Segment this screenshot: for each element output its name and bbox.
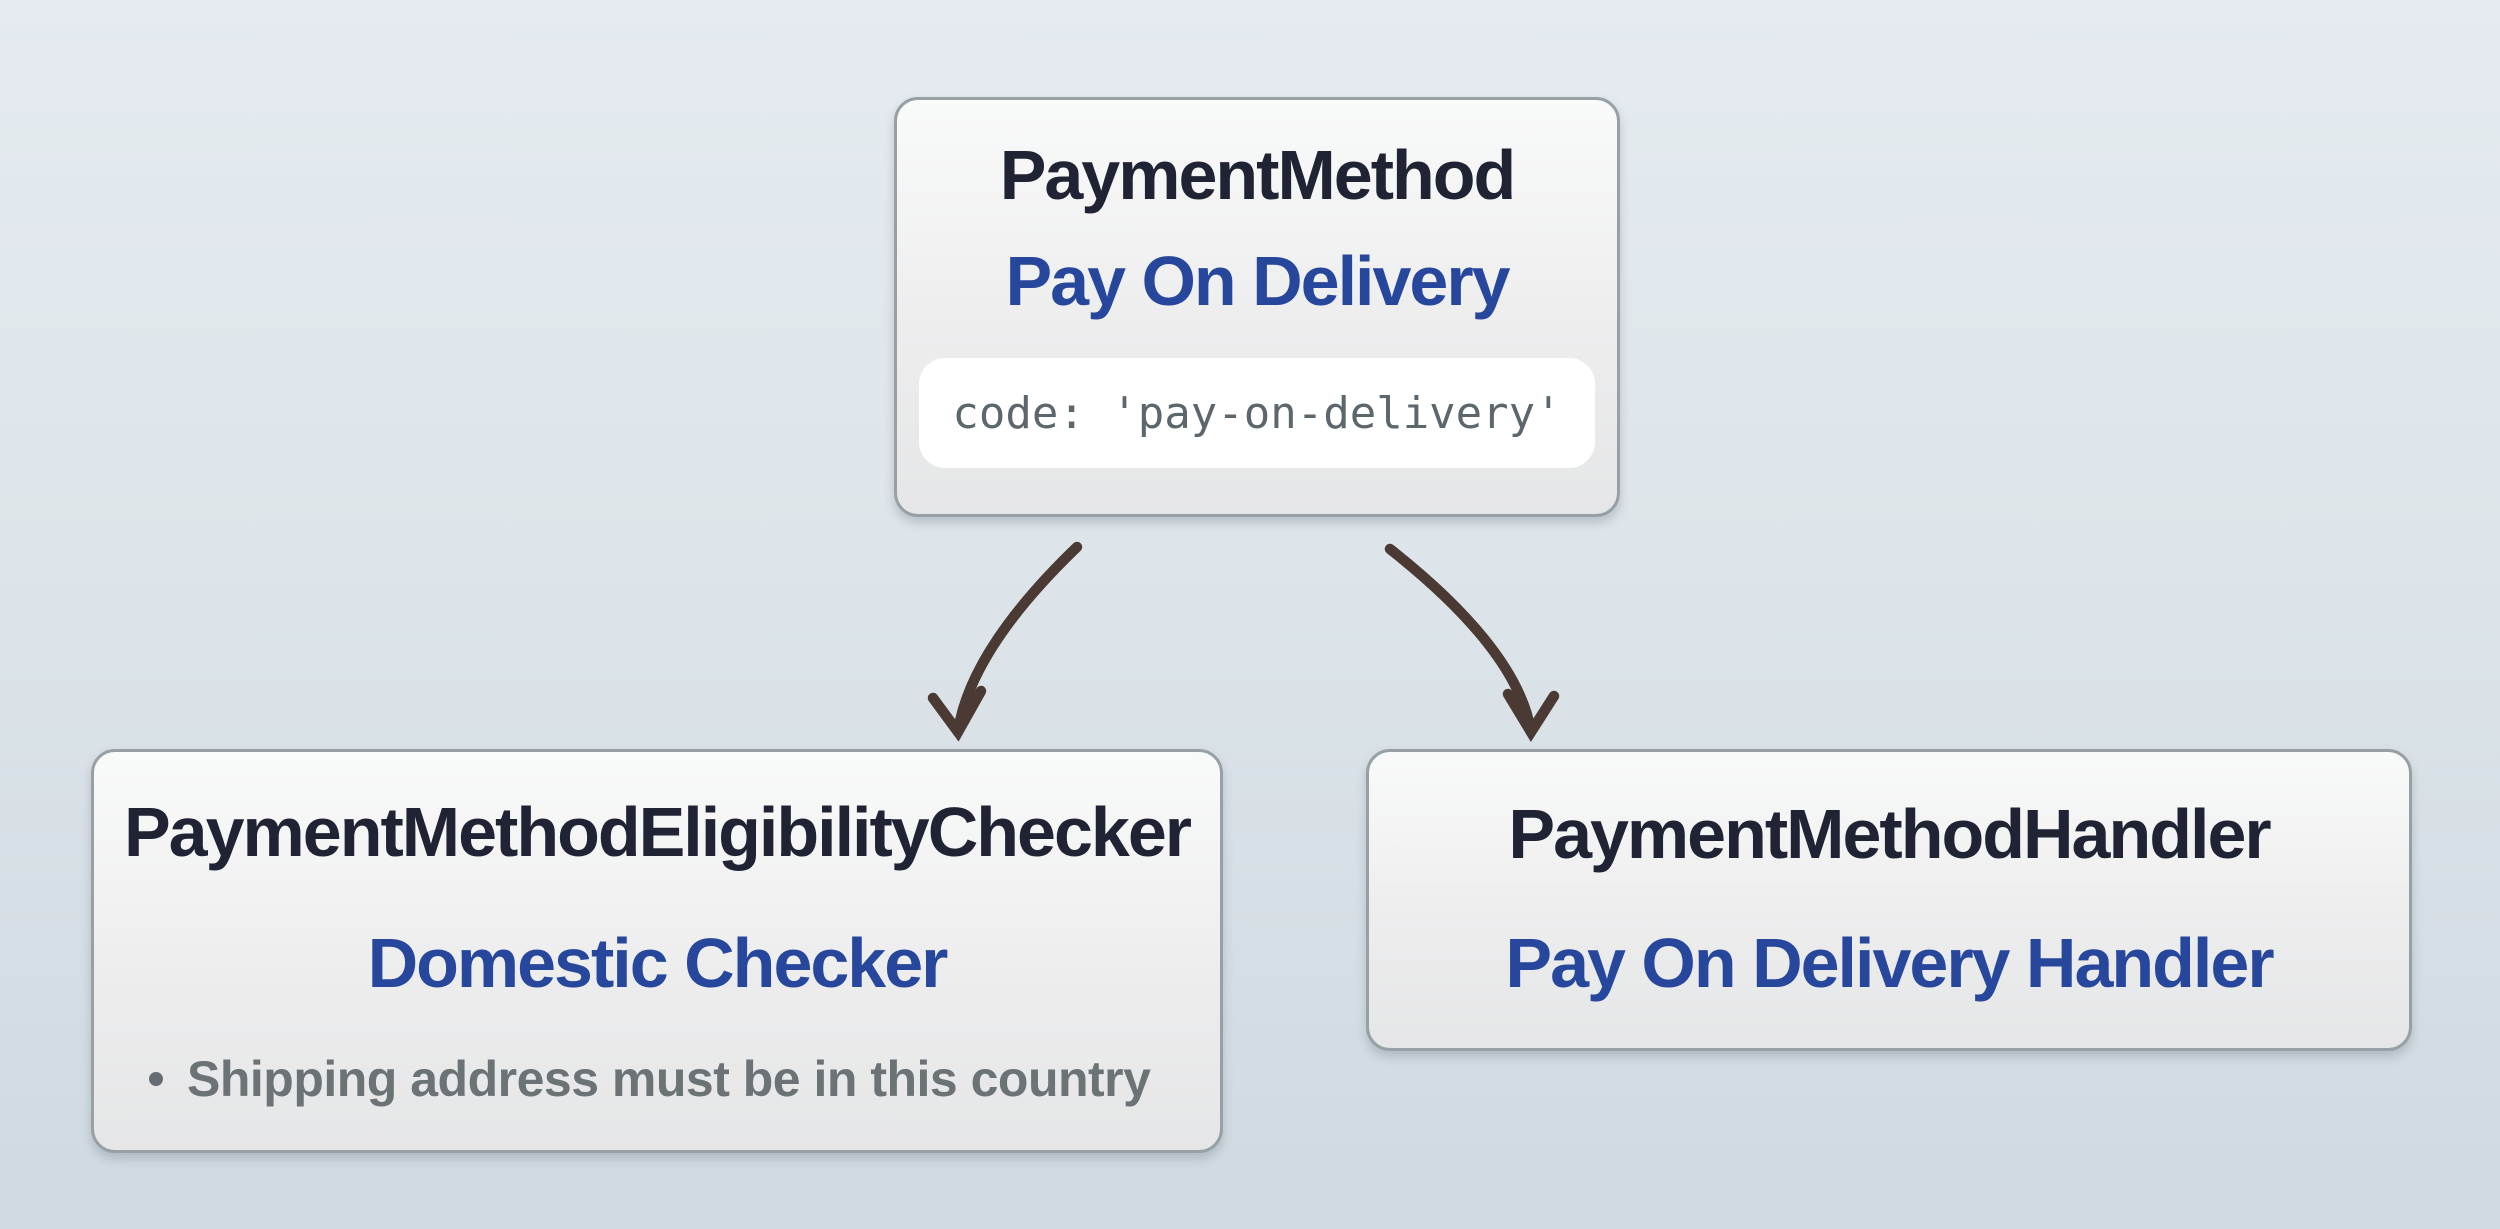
arrow-to-handler <box>1384 543 1560 742</box>
eligibility-checker-node: PaymentMethodEligibilityChecker Domestic… <box>91 749 1223 1153</box>
eligibility-rule-item: Shipping address must be in this country <box>149 1047 1151 1111</box>
arrow-to-eligibility-checker <box>927 541 1083 742</box>
payment-method-class-name: PaymentMethod <box>999 136 1517 214</box>
payment-method-code-text: code: 'pay-on-delivery' <box>952 387 1562 439</box>
bullet-icon <box>149 1072 163 1086</box>
eligibility-checker-class-name: PaymentMethodEligibilityChecker <box>123 793 1192 871</box>
handler-display-name: Pay On Delivery Handler <box>1505 924 2274 1002</box>
payment-method-code-badge: code: 'pay-on-delivery' <box>919 358 1595 468</box>
payment-method-display-name: Pay On Delivery <box>1005 242 1510 320</box>
handler-class-name: PaymentMethodHandler <box>1508 795 2271 873</box>
payment-method-node: PaymentMethod Pay On Delivery code: 'pay… <box>894 97 1620 517</box>
handler-node: PaymentMethodHandler Pay On Delivery Han… <box>1366 749 2412 1051</box>
eligibility-checker-display-name: Domestic Checker <box>367 924 949 1002</box>
eligibility-rule-text: Shipping address must be in this country <box>187 1051 1151 1107</box>
